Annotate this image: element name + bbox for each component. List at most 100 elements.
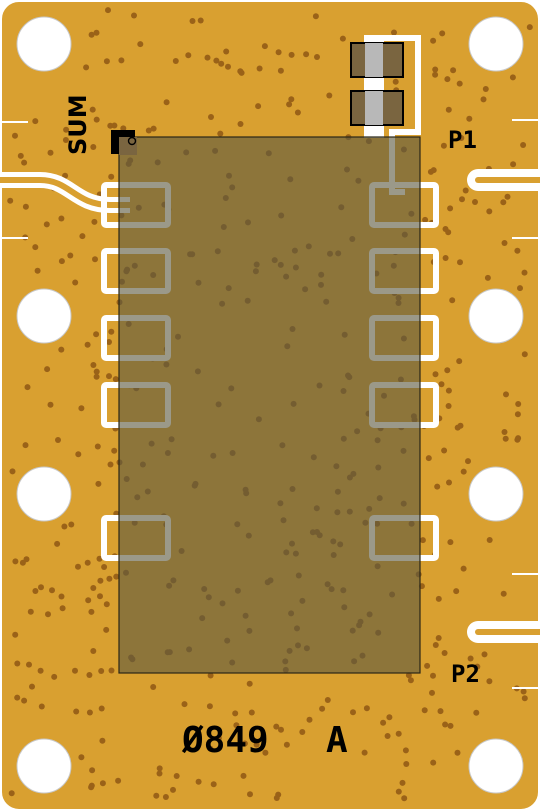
via — [247, 791, 253, 798]
via — [93, 331, 100, 338]
via — [97, 577, 104, 584]
via — [256, 65, 263, 72]
via — [162, 794, 169, 800]
via — [131, 12, 137, 19]
via — [339, 35, 346, 42]
via — [73, 708, 80, 715]
mounting-hole — [16, 288, 72, 344]
via — [441, 447, 448, 454]
revision-letter: A — [326, 720, 348, 761]
via — [444, 367, 451, 374]
via — [59, 605, 66, 612]
via — [204, 54, 211, 61]
via — [93, 29, 100, 36]
via — [85, 597, 92, 604]
via — [103, 626, 110, 633]
via — [45, 611, 51, 618]
via — [422, 216, 429, 223]
via — [432, 371, 439, 378]
via — [273, 795, 280, 801]
via — [432, 642, 439, 648]
via — [520, 142, 527, 148]
via — [278, 726, 284, 733]
via — [51, 673, 58, 680]
via — [484, 274, 491, 281]
via — [86, 709, 93, 716]
via — [312, 13, 319, 20]
via — [442, 255, 449, 261]
via — [7, 197, 14, 204]
via — [181, 701, 188, 708]
via — [8, 790, 15, 797]
via — [421, 707, 428, 714]
via — [425, 455, 432, 462]
via — [482, 86, 489, 92]
via — [98, 668, 105, 674]
via — [108, 173, 115, 180]
via — [501, 240, 508, 246]
via — [27, 608, 34, 615]
via — [460, 468, 467, 475]
via — [447, 205, 454, 212]
mounting-holes — [16, 16, 524, 794]
via — [395, 788, 402, 795]
via — [437, 708, 444, 715]
via — [120, 125, 127, 132]
via — [90, 144, 97, 150]
via — [283, 741, 290, 748]
via — [150, 125, 157, 132]
via — [21, 697, 28, 704]
via — [399, 779, 406, 786]
via — [466, 115, 473, 122]
via — [303, 51, 310, 58]
via — [215, 735, 222, 742]
via — [91, 218, 98, 225]
via — [486, 208, 493, 215]
via — [118, 57, 125, 64]
via — [72, 279, 79, 286]
via — [515, 435, 522, 442]
via — [429, 689, 435, 696]
via — [449, 297, 456, 304]
via — [424, 662, 431, 669]
via — [407, 677, 414, 684]
via — [240, 772, 247, 779]
smd-resistors — [350, 42, 404, 126]
via — [206, 703, 213, 710]
via — [62, 137, 69, 143]
via — [225, 63, 231, 70]
mounting-hole — [468, 288, 524, 344]
via — [58, 215, 65, 222]
via — [486, 537, 493, 543]
via — [88, 782, 95, 789]
via — [213, 57, 220, 64]
via — [47, 149, 54, 156]
via — [9, 468, 16, 475]
via — [248, 709, 255, 716]
via — [58, 593, 65, 600]
via — [103, 58, 110, 65]
via — [395, 730, 402, 737]
via — [107, 461, 114, 468]
via — [441, 650, 448, 656]
via — [472, 199, 478, 205]
via — [460, 565, 467, 572]
pin1-marker — [111, 130, 137, 155]
via — [172, 58, 179, 64]
via — [24, 384, 31, 391]
via — [38, 584, 44, 591]
via — [37, 667, 44, 674]
mounting-hole — [468, 16, 524, 72]
via — [501, 429, 508, 435]
mounting-hole — [468, 466, 524, 522]
via — [156, 765, 163, 772]
via — [83, 64, 90, 71]
via — [103, 601, 110, 608]
via — [430, 37, 437, 44]
via — [106, 373, 112, 380]
via — [78, 405, 85, 412]
via — [500, 199, 507, 206]
via — [294, 109, 301, 116]
via — [275, 49, 282, 56]
via — [261, 43, 268, 50]
